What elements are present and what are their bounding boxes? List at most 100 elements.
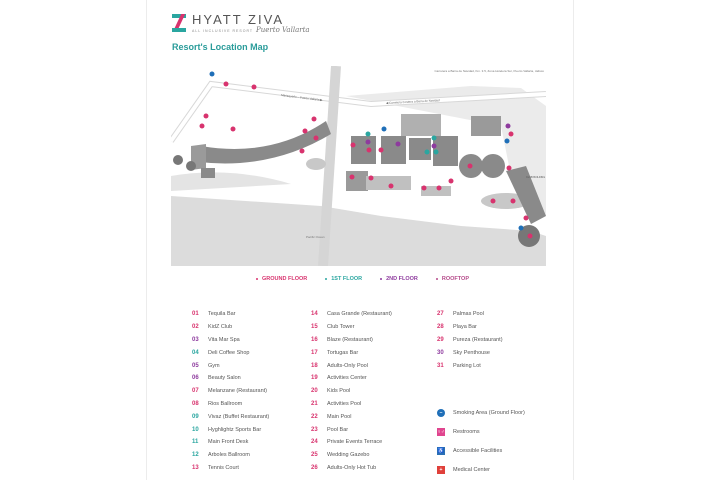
location-label: Hyghlightz Sports Bar — [208, 426, 262, 433]
amenity-label: Accessible Facilities — [453, 447, 503, 454]
location-item: 11 Main Front Desk — [192, 436, 269, 449]
location-item: 08 Rios Ballroom — [192, 398, 269, 411]
svg-text:Marisqueño – Puerto Vallarta ▶: Marisqueño – Puerto Vallarta ▶ — [281, 93, 324, 102]
location-number: 25 — [311, 452, 318, 459]
ziva-logo-icon — [172, 14, 186, 32]
location-item: 03 Vita Mar Spa — [192, 334, 269, 347]
location-label: Vita Mar Spa — [208, 336, 240, 343]
location-number: 02 — [192, 324, 199, 331]
location-number: 03 — [192, 336, 199, 343]
legend-ground-floor: GROUND FLOOR — [256, 276, 307, 282]
amenity-label: Restrooms — [453, 428, 480, 435]
location-label: Activities Pool — [327, 400, 362, 407]
location-label: Tequila Bar — [208, 311, 236, 318]
location-label: Private Events Terrace — [327, 439, 383, 446]
location-item: 30 Sky Penthouse — [437, 346, 503, 359]
location-number: 23 — [311, 426, 318, 433]
brand-location: Puerto Vallarta — [256, 25, 310, 34]
svg-text:Pacific Ocean: Pacific Ocean — [306, 235, 325, 239]
restroom-icon: ♀♂ — [437, 427, 445, 436]
location-item: 20 Kids Pool — [311, 385, 392, 398]
location-item: 13 Tennis Court — [192, 462, 269, 475]
location-item: 10 Hyghlightz Sports Bar — [192, 423, 269, 436]
location-number: 19 — [311, 375, 318, 382]
location-number: 09 — [192, 413, 199, 420]
location-number: 31 — [437, 362, 444, 369]
location-item: 18 Adults-Only Pool — [311, 359, 392, 372]
location-label: Pool Bar — [327, 426, 349, 433]
amenity-item: + Medical Center — [437, 460, 525, 479]
amenity-label: Smoking Area (Ground Floor) — [453, 409, 525, 416]
location-number: 14 — [311, 311, 318, 318]
location-number: 17 — [311, 349, 318, 356]
location-label: Club Tower — [327, 324, 355, 331]
location-label: Tennis Court — [208, 464, 239, 471]
location-number: 05 — [192, 362, 199, 369]
location-label: Main Front Desk — [208, 439, 249, 446]
location-number: 12 — [192, 452, 199, 459]
location-label: Rios Ballroom — [208, 400, 243, 407]
legend-rooftop: ROOFTOP — [435, 276, 469, 282]
map-illustration: Marisqueño – Puerto Vallarta ▶ ◀ Carrete… — [171, 66, 546, 266]
location-number: 07 — [192, 388, 199, 395]
location-label: Main Pool — [327, 413, 352, 420]
location-label: Beauty Salon — [208, 375, 241, 382]
location-item: 22 Main Pool — [311, 410, 392, 423]
brand-tagline: ALL INCLUSIVE RESORT — [192, 28, 254, 33]
location-number: 08 — [192, 400, 199, 407]
location-item: 25 Wedding Gazebo — [311, 449, 392, 462]
location-item: 16 Blaze (Restaurant) — [311, 334, 392, 347]
location-item: 23 Pool Bar — [311, 423, 392, 436]
amenity-item: ♀♂ Restrooms — [437, 422, 525, 441]
location-number: 26 — [311, 464, 318, 471]
location-number: 30 — [437, 349, 444, 356]
amenity-item: ♿ Accessible Facilities — [437, 441, 525, 460]
legend-second-floor: 2ND FLOOR — [380, 276, 418, 282]
location-number: 18 — [311, 362, 318, 369]
amenities-legend: –Smoking Area (Ground Floor)♀♂Restrooms♿… — [437, 403, 525, 479]
map-address: Carretera a Barra de Navidad, Km. 3.5, Z… — [434, 69, 545, 73]
location-label: Melanzane (Restaurant) — [208, 388, 268, 395]
location-number: 13 — [192, 464, 199, 471]
location-label: Adults-Only Hot Tub — [327, 464, 377, 471]
location-number: 11 — [192, 439, 199, 446]
location-item: 19 Activities Center — [311, 372, 392, 385]
location-label: Blaze (Restaurant) — [327, 336, 373, 343]
medical-icon: + — [437, 465, 445, 474]
location-number: 06 — [192, 375, 199, 382]
location-number: 16 — [311, 336, 318, 343]
accessible-icon: ♿ — [437, 446, 445, 455]
location-label: Parking Lot — [453, 362, 481, 369]
location-item: 07 Melanzane (Restaurant) — [192, 385, 269, 398]
svg-text:◀ Carretera Costera a Barra de: ◀ Carretera Costera a Barra de Navidad — [386, 98, 440, 105]
location-label: Sky Penthouse — [453, 349, 490, 356]
location-item: 17 Tortugas Bar — [311, 346, 392, 359]
location-label: Kids Pool — [327, 388, 351, 395]
location-number: 04 — [192, 349, 199, 356]
amenity-label: Medical Center — [453, 466, 490, 473]
location-number: 22 — [311, 413, 318, 420]
location-label: Adults-Only Pool — [327, 362, 368, 369]
location-number: 28 — [437, 324, 444, 331]
location-number: 24 — [311, 439, 318, 446]
location-label: Wedding Gazebo — [327, 452, 370, 459]
page-title: Resort's Location Map — [172, 42, 269, 52]
location-number: 20 — [311, 388, 318, 395]
location-label: Activities Center — [327, 375, 367, 382]
brand-logo: HYATT ZIVA ALL INCLUSIVE RESORT Puerto V… — [172, 10, 310, 36]
location-number: 10 — [192, 426, 199, 433]
brand-name: HYATT ZIVA — [192, 11, 284, 27]
location-label: Tortugas Bar — [327, 349, 359, 356]
